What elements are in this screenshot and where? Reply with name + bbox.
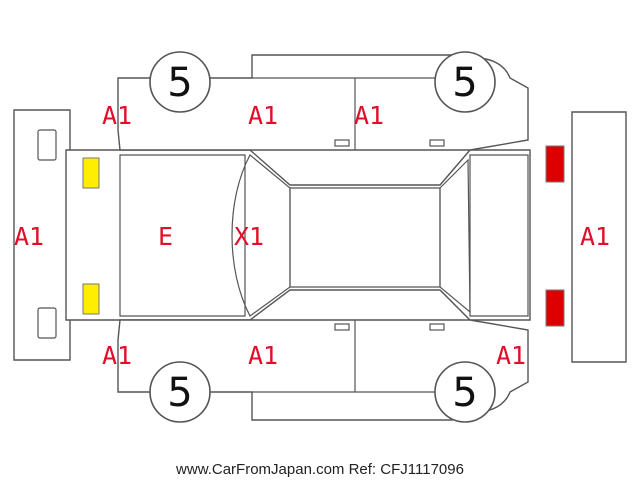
wheel-rear-left: 5 xyxy=(434,51,496,113)
code-hood: E xyxy=(158,222,173,251)
wheel-front-left: 5 xyxy=(149,51,211,113)
code-left-rear-door: A1 xyxy=(354,101,384,130)
code-right-front-door: A1 xyxy=(248,341,278,370)
footer-reference: www.CarFromJapan.com Ref: CFJ1117096 xyxy=(175,461,464,478)
rear-bumper xyxy=(571,111,627,363)
wheel-front-left-value: 5 xyxy=(167,60,192,106)
rear-lamp-left-icon xyxy=(545,145,565,183)
wheel-rear-right: 5 xyxy=(434,361,496,423)
code-right-rear-quarter: A1 xyxy=(496,341,526,370)
code-front-bumper: A1 xyxy=(14,222,44,251)
code-windshield: X1 xyxy=(234,222,264,251)
rear-lamp-right-icon xyxy=(545,289,565,327)
wheel-front-right-value: 5 xyxy=(167,370,192,416)
code-left-front-door: A1 xyxy=(248,101,278,130)
car-body xyxy=(65,149,531,321)
hood-panel xyxy=(119,154,246,317)
front-lamp-right-icon xyxy=(82,283,100,315)
wheel-rear-right-value: 5 xyxy=(452,370,477,416)
code-right-front-fender: A1 xyxy=(102,341,132,370)
code-rear-bumper: A1 xyxy=(580,222,610,251)
code-left-front-fender: A1 xyxy=(102,101,132,130)
wheel-front-right: 5 xyxy=(149,361,211,423)
wheel-rear-left-value: 5 xyxy=(452,60,477,106)
front-bumper xyxy=(13,109,71,361)
front-lamp-left-icon xyxy=(82,157,100,189)
trunk-panel xyxy=(469,154,529,317)
windshield-panel xyxy=(231,154,291,317)
